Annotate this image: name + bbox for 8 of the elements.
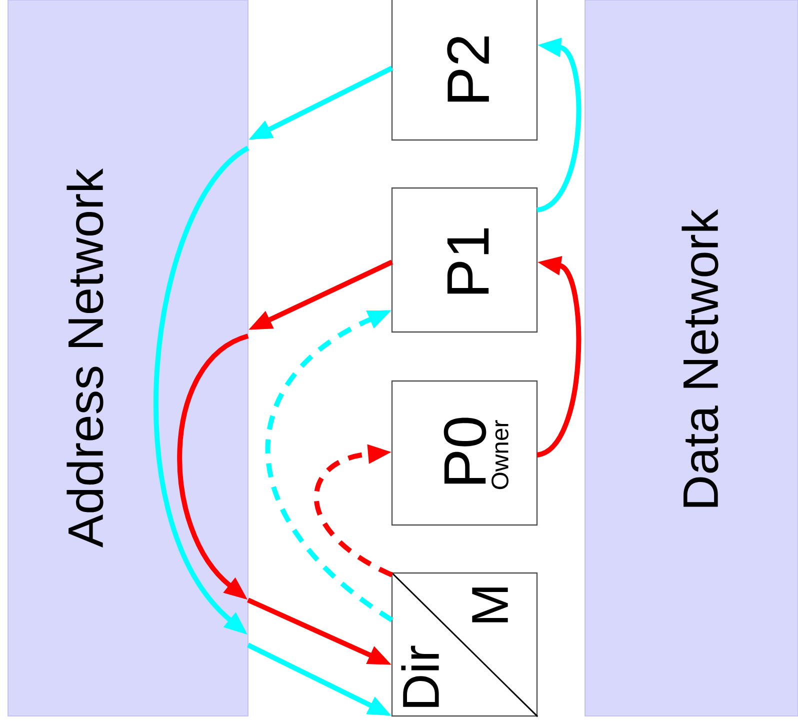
processor-box: P0 Owner	[391, 380, 538, 526]
processor-box: P1	[391, 187, 538, 333]
dashed-arrow	[314, 444, 394, 578]
directory-box: Dir M	[390, 572, 538, 718]
network-band: Data Network	[584, 0, 798, 716]
dashed-arrow	[266, 310, 394, 622]
processor-box: P2	[391, 0, 538, 141]
network-band: Address Network	[8, 0, 248, 716]
